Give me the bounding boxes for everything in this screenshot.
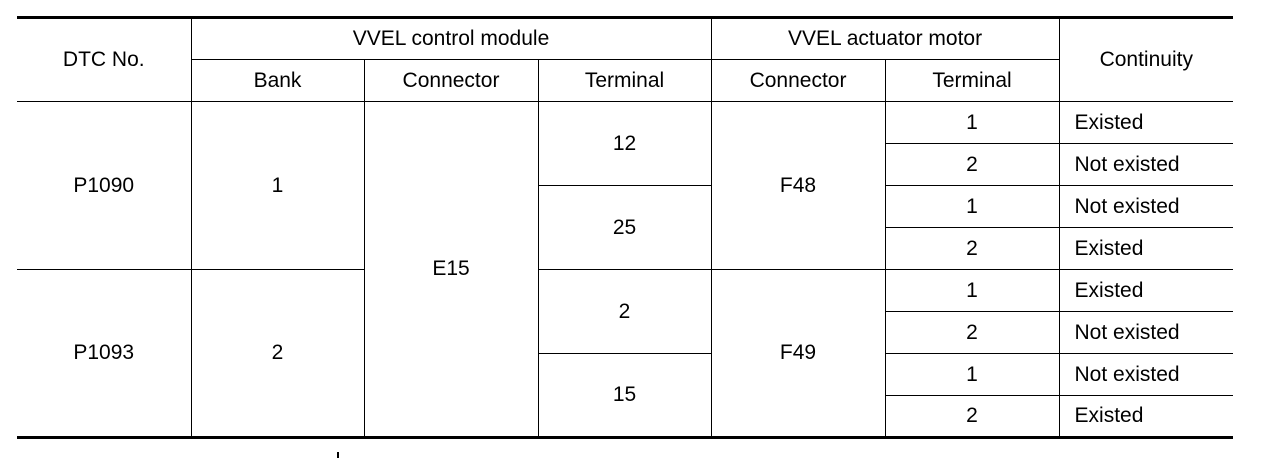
continuity-cell: Existed (1058, 101, 1234, 144)
motor-terminal-cell: 1 (884, 101, 1060, 144)
motor-terminal-cell: 2 (885, 395, 1060, 438)
module-terminal-cell: 25 (538, 185, 712, 270)
table-row: 2 Existed (17, 227, 1234, 270)
dtc-code-cell: P1090 (17, 101, 192, 270)
header-control-module: VVEL control module (190, 17, 712, 60)
header-actuator-motor: VVEL actuator motor (710, 17, 1060, 60)
header-module-connector: Connector (363, 59, 539, 102)
motor-terminal-cell: 2 (885, 143, 1060, 186)
table-row: 2 Existed (17, 395, 1234, 438)
continuity-cell: Not existed (1058, 311, 1234, 354)
motor-connector-cell: F48 (710, 101, 886, 270)
continuity-cell: Not existed (1058, 143, 1234, 186)
dtc-continuity-table: DTC No. VVEL control module VVEL actuato… (17, 16, 1234, 439)
bank-cell: 2 (190, 269, 365, 438)
header-row-1: DTC No. VVEL control module VVEL actuato… (17, 17, 1234, 102)
module-terminal-cell: 15 (538, 353, 712, 438)
module-terminal-cell: 2 (537, 269, 712, 354)
motor-terminal-cell: 1 (884, 269, 1060, 312)
continuity-cell: Not existed (1058, 353, 1234, 396)
motor-terminal-cell: 1 (884, 353, 1060, 396)
table-row: P1090 1 E15 12 F48 1 Existed (17, 101, 1234, 438)
module-connector-cell: E15 (363, 101, 539, 438)
header-module-terminal: Terminal (537, 59, 712, 102)
table-row: P1093 2 2 F49 1 Existed (17, 269, 1234, 438)
table-row: 2 Not existed (17, 143, 1234, 186)
continuity-cell: Existed (1058, 269, 1234, 312)
header-row-2: Bank Connector Terminal Connector Termin… (17, 59, 1233, 102)
header-motor-connector: Connector (710, 59, 886, 102)
header-motor-terminal: Terminal (884, 59, 1060, 102)
motor-terminal-cell: 1 (884, 185, 1060, 228)
header-dtc-no: DTC No. (17, 17, 192, 102)
header-continuity: Continuity (1058, 17, 1234, 102)
motor-connector-cell: F49 (710, 269, 886, 438)
continuity-cell: Existed (1058, 395, 1234, 438)
bank-cell: 1 (190, 101, 365, 270)
dtc-code-cell: P1093 (17, 269, 192, 438)
table-row: 25 1 Not existed (17, 185, 1234, 270)
continuity-cell: Not existed (1058, 185, 1234, 228)
continuity-cell: Existed (1058, 227, 1234, 270)
motor-terminal-cell: 2 (885, 311, 1060, 354)
module-terminal-cell: 12 (537, 101, 712, 186)
table-row: 15 1 Not existed (17, 353, 1234, 438)
page-edge-mark (337, 452, 339, 458)
motor-terminal-cell: 2 (885, 227, 1060, 270)
header-bank: Bank (191, 59, 365, 102)
